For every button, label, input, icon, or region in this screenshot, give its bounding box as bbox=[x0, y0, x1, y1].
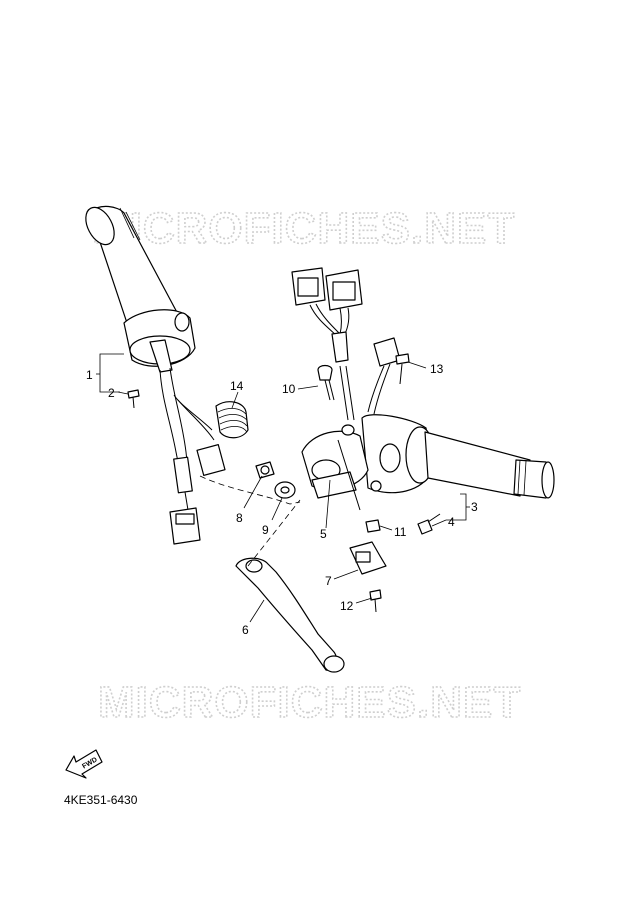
callout-10: 10 bbox=[282, 382, 296, 396]
callout-7: 7 bbox=[325, 574, 332, 588]
left-grip-assembly bbox=[85, 205, 226, 545]
fwd-arrow-icon: FWD bbox=[65, 749, 103, 779]
callout-6: 6 bbox=[242, 623, 249, 637]
watermark-top: MICROFICHES.NET bbox=[92, 204, 515, 253]
wire-connectors bbox=[291, 267, 401, 421]
watermark-bottom: MICROFICHES.NET bbox=[98, 678, 521, 727]
callout-13: 13 bbox=[430, 362, 444, 376]
callout-5: 5 bbox=[320, 527, 327, 541]
callout-14: 14 bbox=[230, 379, 244, 393]
lever-holder bbox=[301, 424, 369, 511]
callout-8: 8 bbox=[236, 511, 243, 525]
leader-lines bbox=[96, 353, 470, 623]
right-grip-assembly bbox=[361, 414, 555, 499]
small-parts bbox=[127, 353, 441, 613]
callout-4: 4 bbox=[448, 515, 455, 529]
callout-12: 12 bbox=[340, 599, 354, 613]
part-code: 4KE351-6430 bbox=[64, 793, 138, 807]
callout-2: 2 bbox=[108, 386, 115, 400]
callout-11: 11 bbox=[394, 525, 407, 539]
callout-9: 9 bbox=[262, 523, 269, 537]
callout-3: 3 bbox=[471, 500, 478, 514]
callout-labels: 1 2 3 4 5 6 7 8 9 10 11 12 13 14 bbox=[86, 362, 478, 637]
callout-1: 1 bbox=[86, 368, 93, 382]
